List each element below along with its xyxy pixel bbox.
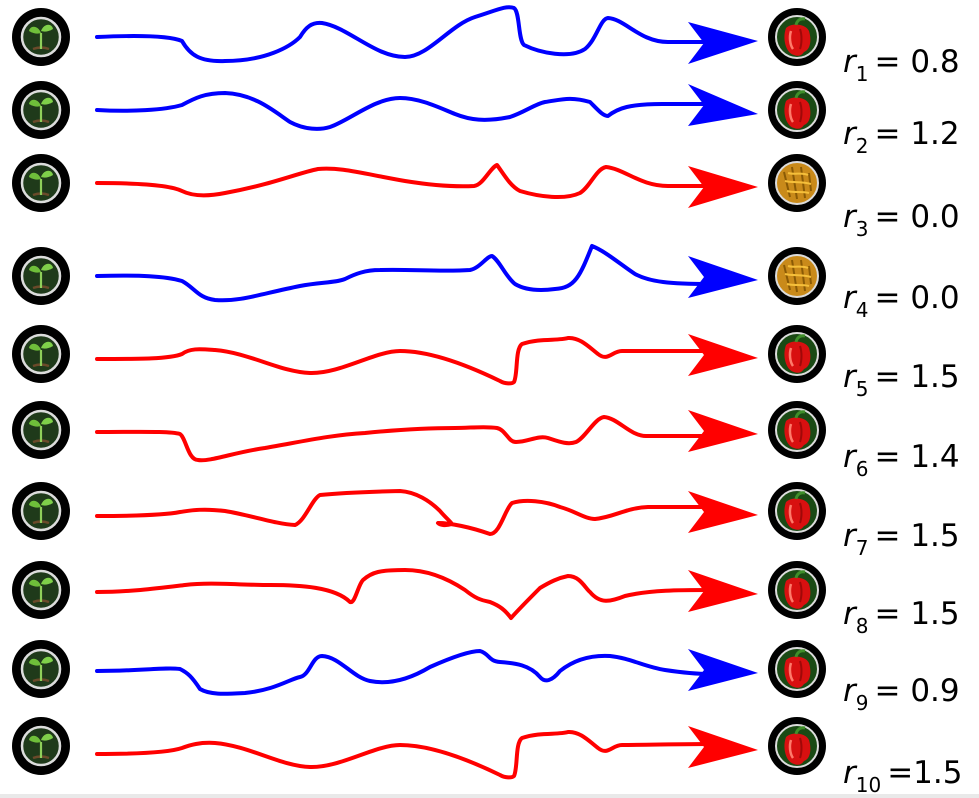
- trajectory-row-3: r3= 0.0: [10, 152, 960, 241]
- reward-subscript: 7: [856, 536, 869, 560]
- seedling-icon: [10, 480, 72, 542]
- reward-label-6: r6= 1.4: [843, 439, 960, 481]
- seedling-icon: [10, 715, 72, 777]
- red-pepper-icon: [766, 79, 828, 141]
- red-pepper-icon: [766, 6, 828, 68]
- trajectory-curve-2: [95, 91, 712, 131]
- seedling-icon: [10, 245, 72, 307]
- seedling-icon: [10, 152, 72, 214]
- reward-symbol: r: [843, 673, 858, 709]
- seedling-icon: [10, 79, 72, 141]
- reward-subscript: 8: [856, 614, 869, 638]
- red-pepper-icon: [766, 638, 828, 700]
- withered-pepper-icon: [767, 246, 827, 306]
- reward-subscript: 9: [856, 691, 869, 715]
- reward-symbol: r: [843, 518, 858, 554]
- arrow-head-icon: [688, 256, 758, 298]
- reward-subscript: 3: [856, 217, 869, 241]
- reward-subscript: 6: [856, 457, 869, 481]
- trajectory-curve-7: [95, 489, 712, 536]
- trajectory-curve-1: [95, 5, 712, 64]
- seedling-icon: [10, 559, 72, 621]
- arrow-head-icon: [688, 570, 758, 612]
- trajectory-row-9: r9= 0.9: [10, 638, 960, 715]
- reward-symbol: r: [843, 116, 858, 152]
- reward-symbol: r: [843, 359, 858, 395]
- reward-symbol: r: [843, 280, 858, 316]
- trajectory-row-2: r2= 1.2: [10, 79, 960, 158]
- trajectory-curve-4: [95, 244, 712, 303]
- seedling-icon: [10, 399, 72, 461]
- reward-label-2: r2= 1.2: [843, 116, 960, 158]
- trajectory-curve-3: [95, 163, 712, 200]
- reward-label-7: r7= 1.5: [843, 518, 960, 560]
- trajectory-curve-9: [95, 649, 712, 696]
- trajectory-row-10: r10=1.5: [10, 715, 962, 797]
- reward-label-3: r3= 0.0: [843, 199, 960, 241]
- trajectory-row-7: r7= 1.5: [10, 480, 960, 560]
- reward-value: = 1.5: [874, 359, 959, 395]
- red-pepper-icon: [766, 559, 828, 621]
- reward-value: = 1.4: [874, 439, 959, 475]
- trajectory-row-4: r4= 0.0: [10, 244, 960, 322]
- reward-subscript: 4: [856, 298, 869, 322]
- red-pepper-icon: [766, 323, 828, 385]
- reward-value: = 0.9: [874, 673, 959, 709]
- trajectory-row-5: r5= 1.5: [10, 323, 960, 401]
- seedling-icon: [10, 6, 72, 68]
- withered-pepper-icon: [767, 153, 827, 213]
- reward-subscript: 10: [856, 773, 881, 797]
- trajectory-row-1: r1= 0.8: [10, 5, 960, 86]
- reward-value: = 0.0: [874, 199, 959, 235]
- reward-subscript: 1: [856, 62, 869, 86]
- seedling-icon: [10, 638, 72, 700]
- reward-subscript: 5: [856, 377, 869, 401]
- reward-value: = 1.2: [874, 116, 959, 152]
- reward-value: = 0.8: [874, 44, 959, 80]
- trajectory-curve-6: [95, 415, 712, 463]
- reward-value: = 1.5: [874, 518, 959, 554]
- reward-symbol: r: [843, 439, 858, 475]
- trajectory-row-8: r8= 1.5: [10, 559, 960, 638]
- arrow-head-icon: [688, 22, 758, 64]
- seedling-icon: [10, 323, 72, 385]
- arrow-head-icon: [688, 84, 758, 126]
- red-pepper-icon: [766, 399, 828, 461]
- trajectory-curve-10: [95, 729, 712, 780]
- reward-label-9: r9= 0.9: [843, 673, 960, 715]
- trajectory-curve-8: [95, 568, 712, 620]
- reward-value: =1.5: [887, 755, 962, 791]
- bottom-border: [0, 794, 979, 798]
- reward-symbol: r: [843, 44, 858, 80]
- reward-subscript: 2: [856, 134, 869, 158]
- reward-label-4: r4= 0.0: [843, 280, 960, 322]
- red-pepper-icon: [766, 480, 828, 542]
- reward-value: = 1.5: [874, 596, 959, 632]
- reward-label-10: r10=1.5: [843, 755, 962, 797]
- reward-symbol: r: [843, 199, 858, 235]
- arrow-head-icon: [688, 491, 758, 533]
- trajectory-row-6: r6= 1.4: [10, 399, 960, 481]
- trajectory-curve-5: [95, 335, 712, 386]
- reward-label-8: r8= 1.5: [843, 596, 960, 638]
- arrow-head-icon: [688, 334, 758, 376]
- arrow-head-icon: [688, 649, 758, 691]
- reward-value: = 0.0: [874, 280, 959, 316]
- reward-label-5: r5= 1.5: [843, 359, 960, 401]
- reward-symbol: r: [843, 596, 858, 632]
- arrow-head-icon: [688, 410, 758, 452]
- red-pepper-icon: [766, 715, 828, 777]
- arrow-head-icon: [688, 166, 758, 208]
- reward-label-1: r1= 0.8: [843, 44, 960, 86]
- arrow-head-icon: [688, 726, 758, 768]
- reward-symbol: r: [843, 755, 858, 791]
